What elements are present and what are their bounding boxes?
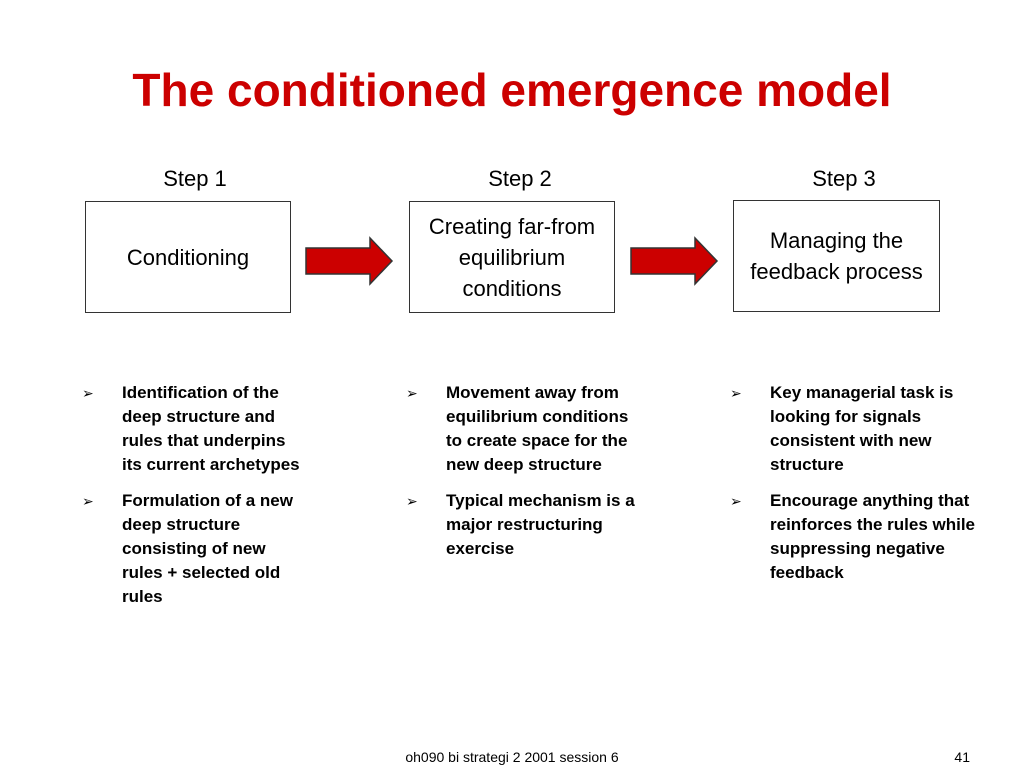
- step-1-box-text: Conditioning: [126, 244, 250, 270]
- list-item: ➢Formulation of a new deep structure con…: [82, 491, 293, 606]
- step-3-bullets: ➢Key managerial task is looking for sign…: [730, 381, 980, 597]
- list-item: ➢Key managerial task is looking for sign…: [730, 383, 954, 474]
- step-1-label: Step 1: [163, 166, 227, 191]
- step-3-box: Managing the feedback process: [733, 200, 940, 312]
- step-2-box: Creating far-from equilibrium conditions: [409, 201, 615, 313]
- list-item: ➢Encourage anything that reinforces the …: [730, 491, 976, 582]
- list-item: ➢Typical mechanism is a major restructur…: [406, 491, 635, 558]
- list-item: ➢Movement away from equilibrium conditio…: [406, 383, 629, 474]
- step-2-box-text: Creating far-from equilibrium conditions: [428, 213, 596, 301]
- step-3-label: Step 3: [812, 166, 876, 191]
- step-1-box: Conditioning: [85, 201, 291, 313]
- page-number: 41: [954, 749, 970, 765]
- step-2-label: Step 2: [488, 166, 552, 191]
- step-3-box-text: Managing the feedback process: [750, 228, 923, 284]
- step-2-bullets: ➢Movement away from equilibrium conditio…: [406, 381, 638, 573]
- arrowhead-bullet-icon: ➢: [406, 493, 418, 509]
- step-1-bullets: ➢Identification of the deep structure an…: [82, 381, 304, 621]
- arrowhead-bullet-icon: ➢: [82, 385, 94, 401]
- arrow-right-icon: [305, 236, 394, 286]
- arrowhead-bullet-icon: ➢: [82, 493, 94, 509]
- arrowhead-bullet-icon: ➢: [406, 385, 418, 401]
- slide-title: The conditioned emergence model: [132, 64, 892, 116]
- list-item: ➢Identification of the deep structure an…: [82, 383, 300, 474]
- arrowhead-bullet-icon: ➢: [730, 385, 742, 401]
- arrowhead-bullet-icon: ➢: [730, 493, 742, 509]
- arrow-right-icon: [630, 236, 719, 286]
- slide-footer: oh090 bi strategi 2 2001 session 6: [405, 749, 619, 765]
